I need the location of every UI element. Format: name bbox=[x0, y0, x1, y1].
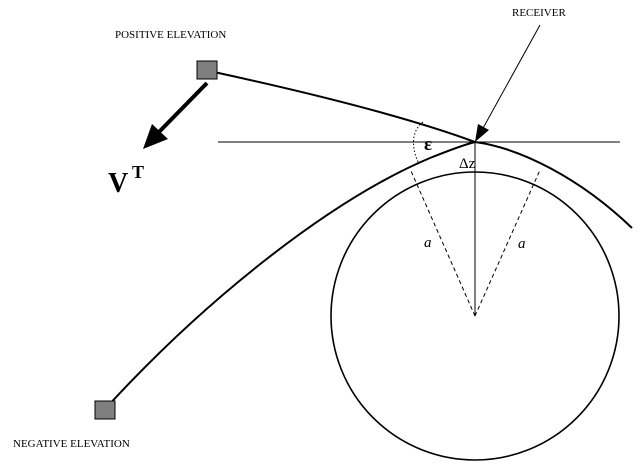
velocity-arrow-head bbox=[143, 124, 168, 149]
positive-elevation-label: POSITIVE ELEVATION bbox=[115, 29, 226, 41]
receiver-label: RECEIVER bbox=[512, 7, 566, 19]
positive-elevation-satellite-icon bbox=[196, 60, 218, 80]
velocity-arrow-line bbox=[156, 81, 209, 135]
receiver-pointer-line bbox=[481, 24, 541, 131]
receiver-arrow-head bbox=[475, 124, 489, 142]
negative-elevation-satellite-icon bbox=[94, 400, 116, 420]
ray-path-positive bbox=[213, 71, 476, 143]
velocity-label: V bbox=[108, 168, 128, 199]
radius-label-left: a bbox=[424, 235, 432, 251]
elevation-angle-arc bbox=[413, 121, 424, 165]
ray-path-negative bbox=[105, 140, 633, 409]
radius-label-right: a bbox=[518, 236, 526, 252]
radius-dashed-right bbox=[474, 169, 541, 317]
radius-dashed-left bbox=[410, 170, 476, 317]
delta-z-label: Δz bbox=[459, 156, 476, 172]
velocity-superscript-label: T bbox=[132, 162, 144, 182]
elevation-angle-label: ε bbox=[424, 134, 432, 155]
negative-elevation-label: NEGATIVE ELEVATION bbox=[13, 438, 130, 450]
